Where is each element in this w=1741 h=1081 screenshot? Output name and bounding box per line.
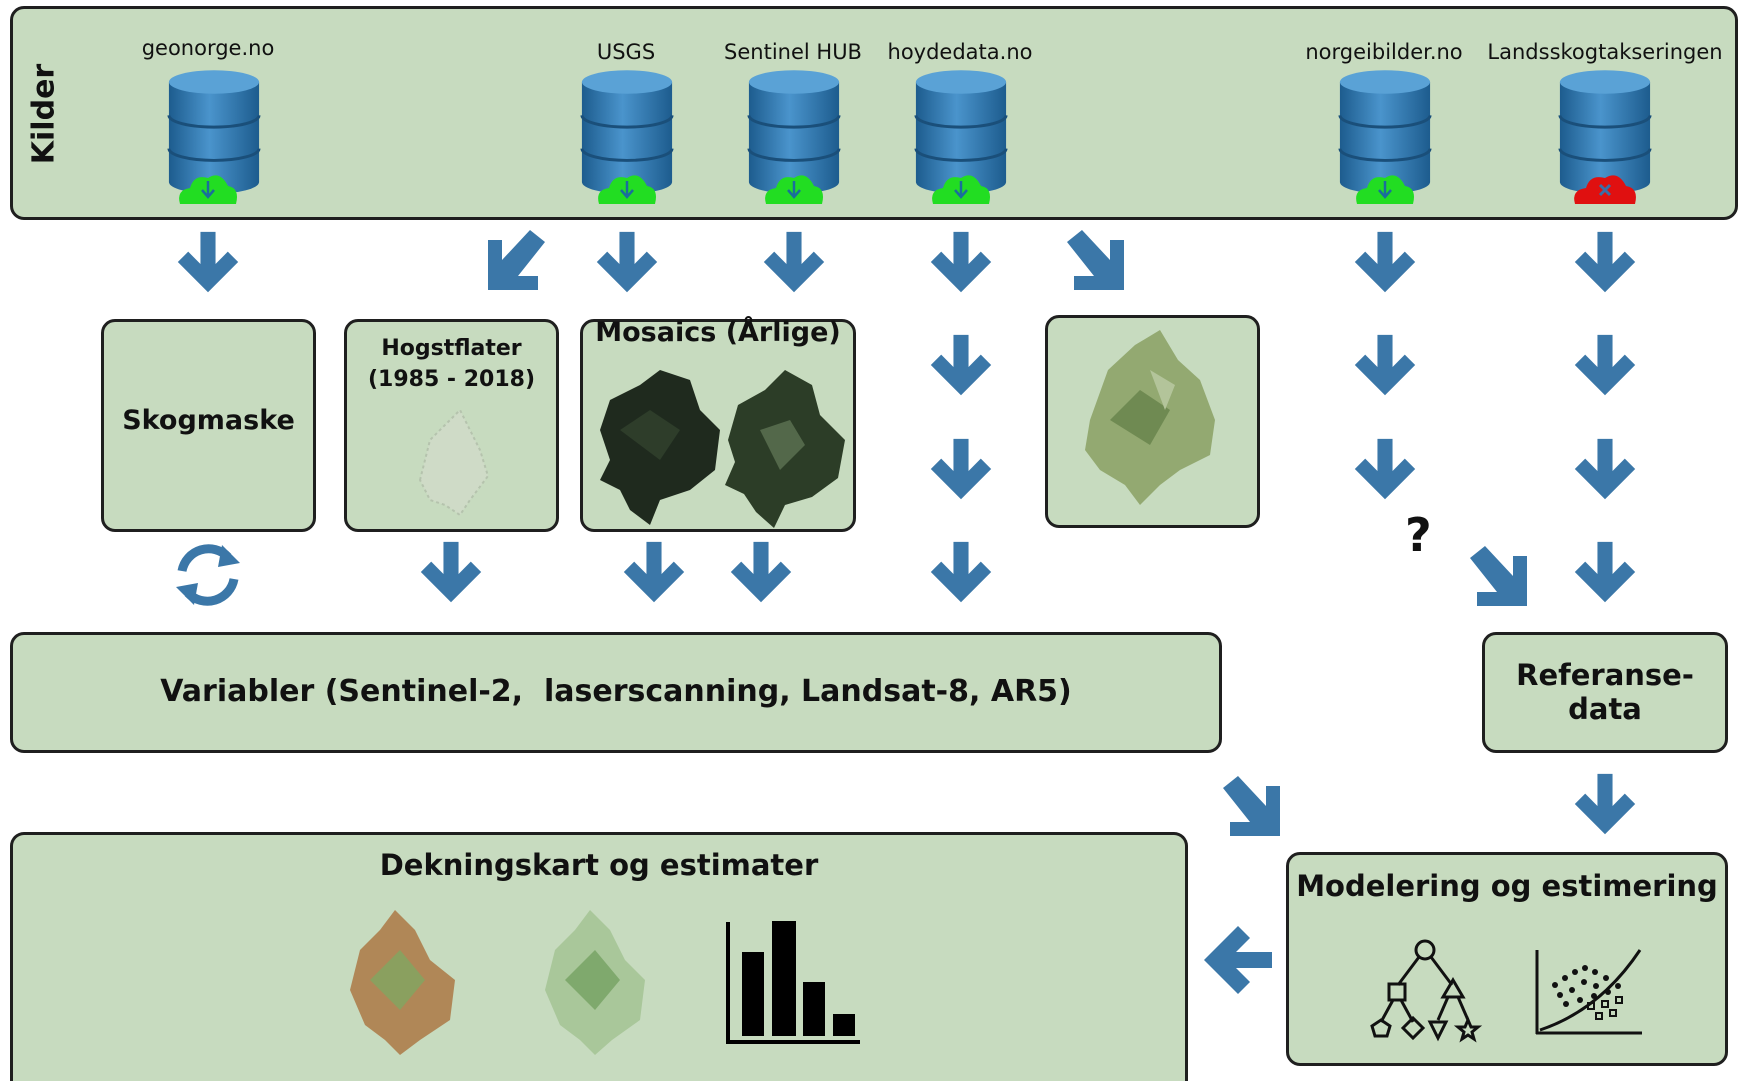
variabler-label: Variabler (Sentinel-2, laserscanning, La… [160, 674, 1072, 709]
map-thumbnail [725, 370, 845, 528]
question-mark: ? [1405, 508, 1432, 562]
cloud-download-icon [932, 175, 990, 204]
skogmaske-box [101, 319, 316, 532]
variabler-box [10, 632, 1222, 753]
referanse-box [1482, 632, 1728, 753]
arrow-diagonal-right [1067, 230, 1124, 290]
database-icon-norgeibilder [1338, 68, 1432, 196]
referanse-line1: Referanse- [1516, 658, 1694, 692]
hogstflater-years: (1985 - 2018) [367, 367, 536, 392]
source-label-hoydedata: hoydedata.no [887, 40, 1033, 64]
cloud-download-icon [179, 175, 237, 204]
arrow-down [1574, 773, 1636, 835]
database-icon-landsskog [1558, 68, 1652, 196]
arrow-down [730, 541, 792, 603]
database-icon-geonorge [167, 68, 261, 196]
arrow-down [930, 438, 992, 500]
arrow-diagonal-right [1470, 546, 1527, 606]
arrow-down [763, 231, 825, 293]
cloud-error-icon [1574, 175, 1636, 204]
database-icon-hoydedata [914, 68, 1008, 196]
database-icon-usgs [580, 68, 674, 196]
bar-chart-icon [726, 921, 860, 1044]
arrow-down [623, 541, 685, 603]
skogmaske-label: Skogmaske [122, 405, 295, 436]
arrow-diagonal-right [1223, 776, 1280, 836]
source-label-sentinel: Sentinel HUB [724, 40, 862, 64]
hogstflater-title: Hogstflater [381, 336, 522, 361]
sources-box [10, 6, 1738, 220]
arrow-down [930, 231, 992, 293]
map-thumbnail [418, 408, 490, 517]
arrow-down [1574, 438, 1636, 500]
cloud-download-icon [1356, 175, 1414, 204]
cloud-download-icon [765, 175, 823, 204]
source-label-usgs: USGS [596, 40, 656, 64]
decision-tree-icon [1370, 939, 1483, 1043]
cloud-download-icon [598, 175, 656, 204]
map-thumbnail [1085, 330, 1215, 505]
arrow-down [596, 231, 658, 293]
modelering-label: Modelering og estimering [1296, 869, 1718, 903]
source-label-landsskog: Landsskogtakseringen [1487, 40, 1723, 64]
source-label-geonorge: geonorge.no [141, 36, 275, 60]
arrow-down [1574, 231, 1636, 293]
map-thumbnail [545, 910, 645, 1055]
arrow-down [1354, 231, 1416, 293]
referanse-line2: data [1568, 692, 1642, 726]
arrow-diagonal-left [488, 230, 545, 290]
arrow-down [1354, 334, 1416, 396]
arrow-down [1574, 334, 1636, 396]
arrow-down [177, 231, 239, 293]
arrow-down [1354, 438, 1416, 500]
scatter-plot-icon [1535, 949, 1642, 1035]
database-icon-sentinel [747, 68, 841, 196]
map-thumbnail [350, 910, 455, 1055]
mosaics-label: Mosaics (Årlige) [595, 317, 841, 348]
modelering-box [1286, 852, 1728, 1066]
arrow-left [1204, 926, 1272, 994]
arrow-down [930, 541, 992, 603]
arrow-down [420, 541, 482, 603]
map-thumbnail [600, 370, 720, 525]
arrow-down [930, 334, 992, 396]
dekningskart-label: Dekningskart og estimater [379, 848, 819, 882]
refresh-icon [176, 544, 240, 606]
arrow-down [1574, 541, 1636, 603]
source-label-norgeibilder: norgeibilder.no [1305, 40, 1463, 64]
